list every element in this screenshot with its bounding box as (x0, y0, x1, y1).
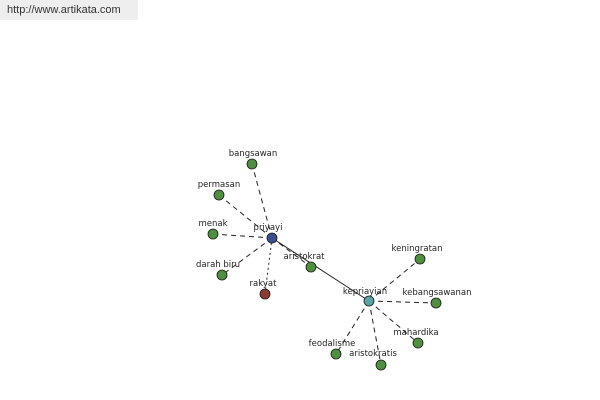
edges-layer (212, 163, 437, 366)
node-label-permasan[interactable]: permasan (198, 180, 240, 190)
node-label-bangsawan[interactable]: bangsawan (229, 149, 278, 159)
edge-kepriayian-feodalisme (335, 300, 370, 355)
node-label-aristokratis[interactable]: aristokratis (349, 349, 397, 359)
node-feodalisme[interactable] (330, 348, 342, 360)
edge-priyayi-bangsawan (251, 163, 273, 239)
edge-kepriayian-aristokratis (368, 300, 382, 366)
node-mahardika[interactable] (412, 337, 424, 349)
node-darah-biru[interactable] (216, 269, 228, 281)
node-priyayi[interactable] (266, 232, 278, 244)
nodes-layer (207, 158, 442, 371)
node-label-kebangsawanan[interactable]: kebangsawanan (402, 288, 471, 298)
edge-priyayi-menak (212, 233, 273, 239)
node-label-aristokrat[interactable]: aristokrat (284, 252, 326, 262)
edge-kepriayian-kebangsawanan (368, 300, 437, 304)
node-bangsawan[interactable] (246, 158, 258, 170)
node-label-keningratan[interactable]: keningratan (391, 244, 442, 254)
edge-priyayi-aristokrat (271, 237, 312, 268)
node-menak[interactable] (207, 228, 219, 240)
node-label-darah-biru[interactable]: darah biru (196, 260, 240, 270)
source-link[interactable]: http://www.artikata.com (0, 0, 138, 20)
node-keningratan[interactable] (414, 253, 426, 265)
node-permasan[interactable] (213, 189, 225, 201)
node-aristokrat[interactable] (305, 261, 317, 273)
edge-priyayi-permasan (218, 194, 273, 239)
node-label-mahardika[interactable]: mahardika (393, 328, 438, 338)
node-label-kepriayian[interactable]: kepriayian (343, 287, 387, 297)
node-label-priyayi[interactable]: priyayi (254, 223, 283, 233)
node-kebangsawanan[interactable] (430, 297, 442, 309)
edge-priyayi-darah-biru (221, 237, 273, 276)
node-label-feodalisme[interactable]: feodalisme (309, 339, 356, 349)
edge-kepriayian-keningratan (368, 258, 421, 302)
edge-kepriayian-mahardika (368, 300, 419, 344)
node-rakyat[interactable] (259, 288, 271, 300)
node-label-menak[interactable]: menak (198, 219, 227, 229)
node-aristokratis[interactable] (375, 359, 387, 371)
edge-priyayi-kepriayian (271, 237, 370, 302)
node-label-rakyat[interactable]: rakyat (250, 279, 278, 289)
labels-layer: priyayi kepriayian bangsawan permasan menak d… (196, 149, 472, 359)
node-kepriayian[interactable] (363, 295, 375, 307)
